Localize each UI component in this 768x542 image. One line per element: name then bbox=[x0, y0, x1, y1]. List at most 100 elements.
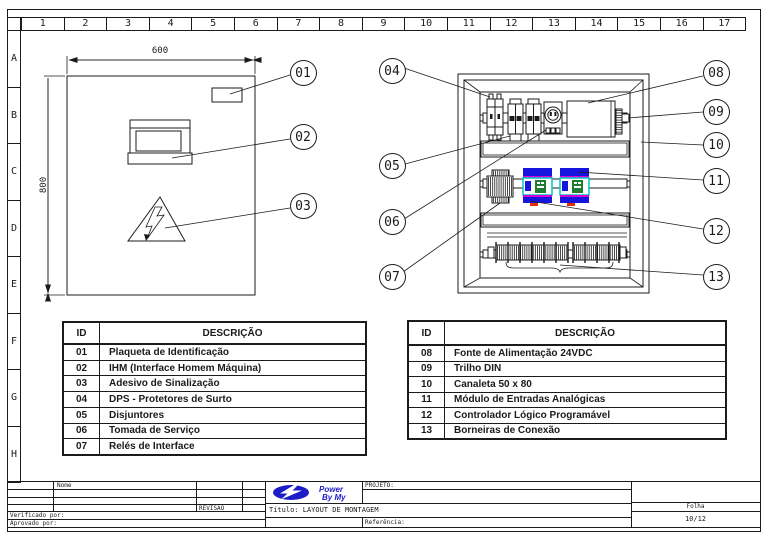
legend-description: Adesivo de Sinalização bbox=[109, 378, 220, 390]
callout-10: 10 bbox=[702, 132, 730, 158]
legend-id: 01 bbox=[64, 345, 100, 360]
ruler-col-8: 8 bbox=[319, 18, 362, 30]
ruler-col-1: 1 bbox=[39, 18, 46, 29]
legend-header-id: ID bbox=[409, 322, 445, 344]
legend-description: Disjuntores bbox=[109, 409, 165, 421]
legend-description: Canaleta 50 x 80 bbox=[454, 378, 532, 390]
grid-corner-cell bbox=[7, 17, 21, 31]
dimension-width-label: 600 bbox=[151, 46, 169, 56]
ruler-row-C: C bbox=[8, 143, 20, 200]
legend-description: Plaqueta de Identificação bbox=[109, 346, 230, 358]
ruler-col-14: 14 bbox=[574, 18, 618, 30]
ruler-row-E: E bbox=[8, 256, 20, 313]
legend-description: Relés de Interface bbox=[109, 441, 195, 453]
ruler-col-6: 6 bbox=[233, 18, 277, 30]
legend-description: Fonte de Alimentação 24VDC bbox=[454, 347, 593, 359]
legend-row-01: 01 Plaqueta de Identificação bbox=[64, 345, 365, 360]
reference-label: Referência: bbox=[365, 518, 405, 526]
callout-09: 09 bbox=[702, 99, 730, 125]
legend-id: 03 bbox=[64, 376, 100, 392]
legend-id: 10 bbox=[409, 377, 445, 392]
dimension-height-label: 800 bbox=[39, 176, 49, 194]
legend-row-03: 03 Adesivo de Sinalização bbox=[64, 375, 365, 392]
sheet-number-value: 10/12 bbox=[684, 515, 707, 523]
legend-id: 09 bbox=[409, 361, 445, 376]
ruler-row-A: A bbox=[10, 53, 18, 65]
legend-description: Tomada de Serviço bbox=[109, 425, 200, 437]
name-column-label: Nome bbox=[57, 482, 72, 489]
ruler-col-9: 9 bbox=[361, 18, 405, 30]
ruler-row-D: D bbox=[8, 199, 20, 257]
ruler-row-B: B bbox=[8, 86, 20, 144]
legend-row-09: 09 Trilho DIN bbox=[409, 360, 725, 376]
callout-11: 11 bbox=[702, 168, 730, 194]
drawing-title: LAYOUT DE MONTAGEM bbox=[302, 506, 379, 514]
legend-id: 02 bbox=[64, 360, 100, 376]
legend-row-05: 05 Disjuntores bbox=[64, 406, 365, 423]
ruler-col-11: 11 bbox=[446, 18, 490, 30]
legend-description: Controlador Lógico Programável bbox=[454, 409, 611, 421]
legend-id: 04 bbox=[64, 392, 100, 407]
logo-lightning-icon bbox=[280, 485, 302, 500]
legend-description: IHM (Interface Homem Máquina) bbox=[109, 362, 262, 374]
ruler-col-4: 4 bbox=[148, 18, 192, 30]
legend-description: Borneiras de Conexão bbox=[454, 425, 561, 437]
legend-description: Módulo de Entradas Analógicas bbox=[454, 394, 606, 406]
legend-row-04: 04 DPS - Protetores de Surto bbox=[64, 391, 365, 407]
ruler-col-17: 17 bbox=[702, 18, 746, 30]
legend-id: 12 bbox=[409, 408, 445, 423]
legend-header-desc: DESCRIÇÃO bbox=[202, 327, 263, 339]
logo-text-line1: Power bbox=[319, 485, 344, 494]
legend-description: DPS - Protetores de Surto bbox=[109, 394, 232, 406]
legend-id: 08 bbox=[409, 346, 445, 361]
callout-04: 04 bbox=[378, 58, 406, 84]
legend-header-desc: DESCRIÇÃO bbox=[554, 327, 615, 339]
project-label: PROJETO: bbox=[365, 482, 394, 489]
legend-row-02: 02 IHM (Interface Homem Máquina) bbox=[64, 359, 365, 376]
legend-id: 07 bbox=[64, 439, 100, 455]
legend-row-08: 08 Fonte de Alimentação 24VDC bbox=[409, 346, 725, 361]
legend-id: 13 bbox=[409, 423, 445, 438]
legend-header-id: ID bbox=[64, 323, 100, 343]
ruler-row-H: H bbox=[8, 425, 20, 483]
title-label: Título: LAYOUT DE MONTAGEM bbox=[269, 506, 379, 514]
callout-07: 07 bbox=[378, 264, 406, 290]
ruler-col-5: 5 bbox=[191, 18, 234, 30]
callout-13: 13 bbox=[702, 264, 730, 290]
legend-id: 06 bbox=[64, 423, 100, 439]
ruler-col-3: 3 bbox=[106, 18, 149, 30]
callout-08: 08 bbox=[702, 60, 730, 86]
legend-row-07: 07 Relés de Interface bbox=[64, 438, 365, 455]
ruler-col-7: 7 bbox=[276, 18, 320, 30]
legend-row-10: 10 Canaleta 50 x 80 bbox=[409, 376, 725, 392]
ruler-col-10: 10 bbox=[404, 18, 447, 30]
legend-row-13: 13 Borneiras de Conexão bbox=[409, 422, 725, 438]
ruler-col-16: 16 bbox=[659, 18, 703, 30]
ruler-col-2: 2 bbox=[63, 18, 107, 30]
callout-03: 03 bbox=[289, 193, 317, 219]
verified-by-label: Verificado por: bbox=[10, 512, 65, 519]
legend-id: 05 bbox=[64, 407, 100, 423]
company-logo bbox=[273, 485, 309, 500]
ruler-row-G: G bbox=[8, 369, 20, 426]
callout-02: 02 bbox=[289, 124, 317, 150]
sheet-number-label: Folha bbox=[686, 503, 705, 510]
legend-row-12: 12 Controlador Lógico Programável bbox=[409, 407, 725, 423]
callout-01: 01 bbox=[289, 60, 317, 86]
ruler-col-12: 12 bbox=[489, 18, 533, 30]
callout-06: 06 bbox=[378, 209, 406, 235]
ruler-col-13: 13 bbox=[532, 18, 575, 30]
callout-12: 12 bbox=[702, 218, 730, 244]
callout-05: 05 bbox=[378, 153, 406, 179]
logo-text-line2: By My bbox=[322, 493, 346, 502]
ruler-row-F: F bbox=[8, 312, 20, 370]
approved-by-label: Aprovado por: bbox=[10, 520, 57, 527]
legend-description: Trilho DIN bbox=[454, 363, 502, 375]
legend-row-06: 06 Tomada de Serviço bbox=[64, 422, 365, 439]
ruler-col-15: 15 bbox=[617, 18, 660, 30]
